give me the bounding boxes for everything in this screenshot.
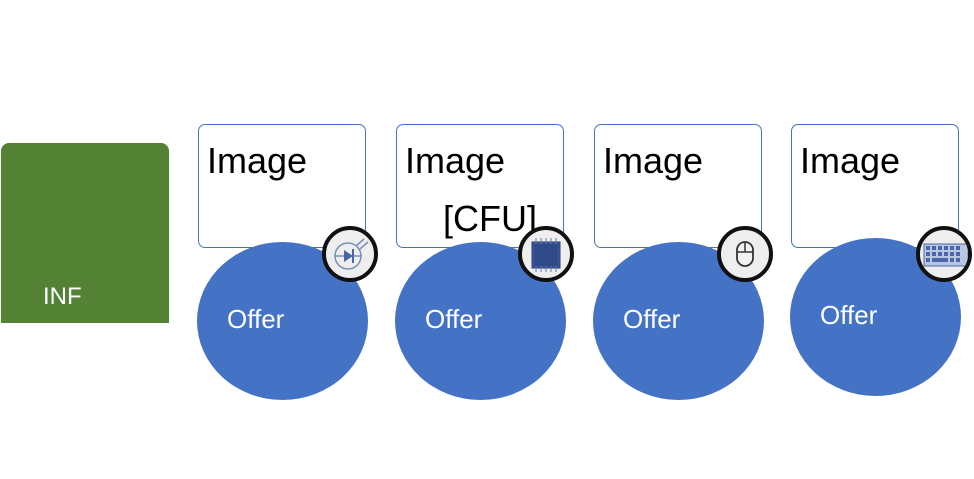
inf-label: INF — [43, 283, 82, 310]
offer-label: Offer — [820, 300, 878, 330]
image-box-1: Image — [198, 124, 366, 248]
mouse-icon — [717, 226, 773, 282]
keyboard-icon — [916, 226, 972, 282]
image-label: Image — [603, 140, 704, 181]
image-label: Image — [800, 140, 901, 181]
image-label: Image — [405, 140, 506, 181]
offer-label: Offer — [623, 304, 681, 334]
inf-block: INF — [1, 143, 169, 323]
offer-label: Offer — [425, 304, 483, 334]
chip-icon — [518, 226, 574, 282]
image-subtext: [CFU] — [443, 198, 537, 239]
image-box-4: Image — [791, 124, 959, 248]
image-label: Image — [207, 140, 308, 181]
offer-label: Offer — [227, 304, 285, 334]
diode-icon — [322, 226, 378, 282]
